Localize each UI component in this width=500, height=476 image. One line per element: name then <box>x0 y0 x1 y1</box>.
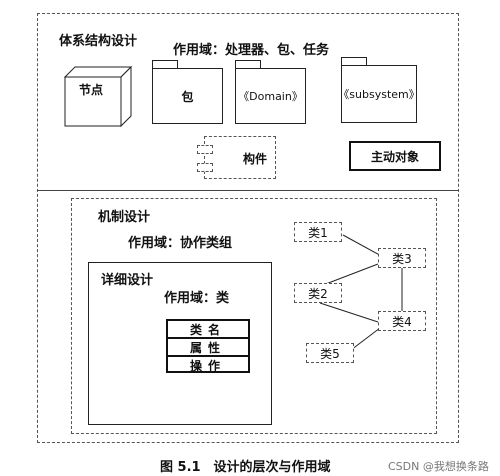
node-label: 节点 <box>79 83 104 97</box>
architecture-title: 体系结构设计 <box>59 34 138 49</box>
watermark: CSDN @我想换条路 <box>388 460 489 473</box>
architecture-scope: 作用域：处理器、包、任务 <box>173 43 330 58</box>
component-port-bottom <box>197 163 213 172</box>
package-tab <box>152 60 178 69</box>
detail-scope: 作用域：类 <box>164 291 230 306</box>
class-operations-row: 操作 <box>189 358 226 373</box>
figure-caption: 图 5.1 设计的层次与作用域 <box>160 460 331 475</box>
outer-frame <box>37 13 459 443</box>
class-table: 类名 属性 操作 <box>166 319 250 373</box>
detail-title: 详细设计 <box>101 273 154 288</box>
class-node-1: 类1 <box>294 222 342 242</box>
subsystem-package-tab <box>341 57 367 66</box>
subsystem-package: 《subsystem》 <box>338 65 420 123</box>
active-object-box: 主动对象 <box>349 141 441 171</box>
class-node-3: 类3 <box>378 248 426 268</box>
active-object-label: 主动对象 <box>370 149 419 164</box>
class-node-2-label: 类2 <box>308 286 328 301</box>
package-shape: 包 <box>152 68 223 124</box>
class-node-5: 类5 <box>306 343 354 363</box>
detail-frame <box>88 262 272 425</box>
domain-package-tab <box>235 60 261 69</box>
class-node-4: 类4 <box>378 311 426 331</box>
class-node-2: 类2 <box>294 283 342 303</box>
mechanism-title: 机制设计 <box>98 210 151 225</box>
mechanism-scope: 作用域：协作类组 <box>128 236 233 251</box>
component-shape <box>204 136 276 179</box>
component-label: 构件 <box>243 152 268 166</box>
class-node-1-label: 类1 <box>308 225 328 240</box>
class-attributes-row: 属性 <box>168 339 248 357</box>
component-port-top <box>197 145 213 154</box>
section-divider <box>37 190 459 191</box>
class-name-row: 类名 <box>168 321 248 339</box>
mechanism-frame <box>71 198 437 434</box>
class-node-4-label: 类4 <box>392 314 412 329</box>
class-node-3-label: 类3 <box>392 251 412 266</box>
node-shape <box>64 66 133 128</box>
domain-package: 《Domain》 <box>235 68 306 124</box>
class-node-5-label: 类5 <box>320 346 340 361</box>
